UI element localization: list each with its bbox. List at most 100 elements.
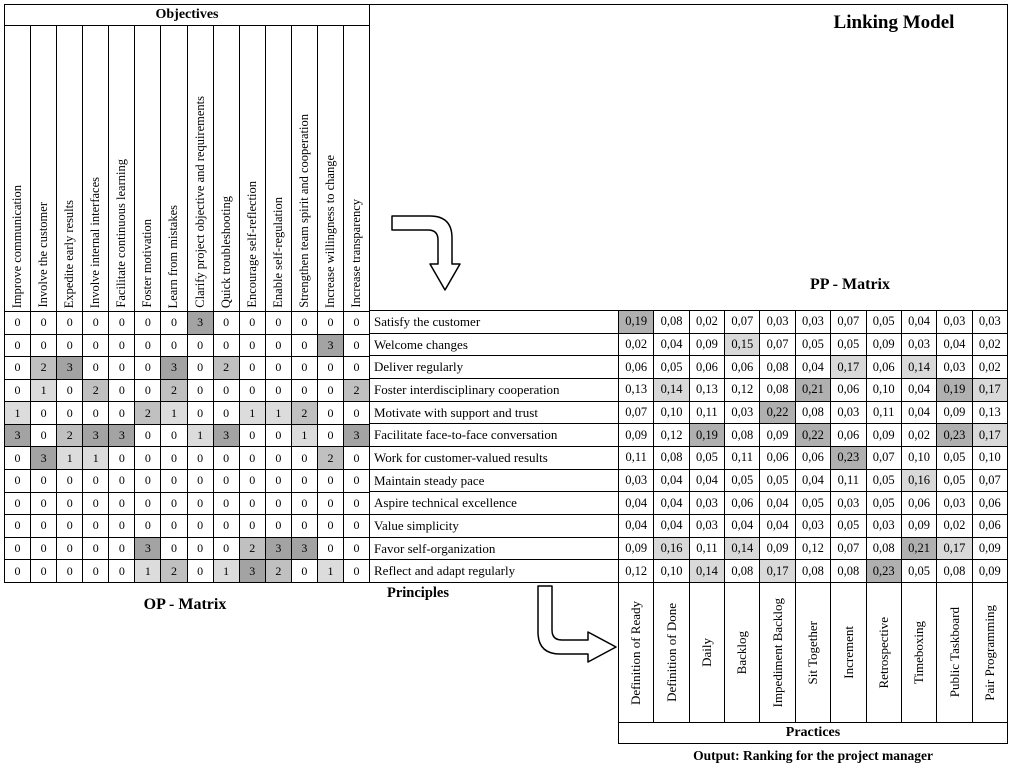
- pp-matrix-cell: 0,05: [936, 469, 971, 492]
- op-matrix-cell: 0: [56, 334, 82, 357]
- pp-matrix-cell: 0,03: [936, 492, 971, 515]
- op-matrix-cell: 1: [56, 447, 83, 470]
- op-matrix-cell: 3: [212, 424, 239, 447]
- practices-header: Practices: [618, 722, 1008, 744]
- pp-matrix-cell: 0,17: [971, 379, 1007, 401]
- page-title: Linking Model: [833, 12, 955, 33]
- objective-column-label: Clarify project objective and requiremen…: [186, 26, 213, 311]
- pp-matrix-cell: 0,23: [936, 424, 972, 447]
- op-matrix-cell: 0: [316, 357, 343, 379]
- pp-matrix-cell: 0,10: [653, 560, 688, 583]
- op-matrix-cell: 0: [186, 357, 213, 379]
- pp-matrix-cell: 0,08: [653, 311, 688, 333]
- op-matrix-cell: 2: [56, 424, 83, 447]
- op-matrix-cell: 0: [134, 515, 160, 537]
- principle-row: Motivate with support and trust: [370, 400, 618, 424]
- pp-matrix-cell: 0,06: [900, 492, 936, 515]
- pp-matrix-cell: 0,07: [971, 469, 1007, 492]
- pp-matrix-cell: 0,05: [653, 356, 688, 379]
- practice-label-text: Impediment Backlog: [769, 597, 785, 708]
- op-matrix-cell: 0: [316, 537, 343, 560]
- pp-matrix-cell: 0,08: [865, 537, 901, 560]
- pp-matrix-cell: 0,04: [936, 333, 971, 356]
- pp-matrix-cell: 0,08: [724, 424, 759, 447]
- pp-matrix-cell: 0,12: [625, 563, 648, 578]
- practice-column-label: Increment: [830, 583, 865, 722]
- op-matrix-cell: 0: [290, 492, 317, 515]
- objective-label-text: Enable self-regulation: [270, 197, 285, 308]
- pp-matrix-cell: 0,22: [794, 424, 831, 447]
- pp-matrix-cell: 0,04: [653, 492, 688, 515]
- pp-matrix-cell: 0,17: [936, 537, 972, 560]
- op-matrix-cell: 3: [290, 537, 317, 560]
- pp-matrix-cell: 0,03: [688, 492, 724, 515]
- pp-matrix-cell: 0,09: [625, 541, 648, 556]
- op-matrix-cell: 0: [316, 402, 343, 424]
- pp-matrix-cell: 0,04: [900, 311, 936, 333]
- principle-row: Maintain steady pace: [370, 468, 618, 492]
- op-matrix-cell: 0: [160, 537, 186, 560]
- op-matrix-cell: 0: [316, 424, 343, 447]
- op-matrix-cell: 2: [134, 402, 161, 424]
- op-matrix-cell: 0: [212, 312, 239, 334]
- pp-matrix-cell: 0,08: [759, 356, 794, 379]
- pp-matrix-cell: 0,05: [865, 469, 901, 492]
- pp-matrix-cell: 0,04: [653, 333, 688, 356]
- pp-matrix-cell: 0,05: [865, 311, 901, 333]
- practice-column-label: Public Taskboard: [936, 583, 971, 722]
- pp-matrix-cell: 0,14: [688, 560, 725, 583]
- op-matrix-cell: 0: [343, 402, 369, 424]
- pp-matrix-cell: 0,06: [688, 356, 724, 379]
- pp-matrix-cell: 0,09: [759, 537, 794, 560]
- op-matrix-cell: 0: [134, 379, 160, 402]
- objective-label-text: Improve communication: [9, 184, 24, 308]
- op-matrix-cell: 0: [186, 470, 213, 492]
- op-matrix-cell: 3: [343, 424, 370, 447]
- pp-matrix-cell: 0,08: [794, 401, 830, 424]
- practice-column-label: Retrospective: [865, 583, 901, 722]
- objective-column-label: Involve the customer: [30, 26, 56, 311]
- pp-matrix-cell: 0,09: [865, 333, 901, 356]
- op-matrix-cell: 0: [14, 563, 21, 578]
- objective-label-text: Involve internal interfaces: [88, 176, 103, 308]
- practice-label-text: Definition of Ready: [628, 600, 644, 705]
- op-matrix-cell: 0: [343, 357, 369, 379]
- op-matrix-cell: 1: [5, 402, 31, 424]
- op-matrix-cell: 0: [14, 360, 21, 375]
- op-matrix-cell: 0: [82, 357, 108, 379]
- pp-matrix-cell: 0,03: [936, 311, 971, 333]
- objective-label-text: Encourage self-reflection: [244, 181, 259, 308]
- op-matrix-cell: 1: [290, 424, 317, 447]
- pp-matrix-cell: 0,05: [688, 447, 724, 469]
- op-matrix-cell: 0: [212, 537, 239, 560]
- practice-column-label: Sit Together: [794, 583, 830, 722]
- op-matrix-cell: 0: [30, 334, 56, 357]
- principles-label: Principles: [386, 585, 450, 601]
- pp-matrix-cell: 0,06: [759, 447, 794, 469]
- op-matrix-cell: 0: [238, 515, 265, 537]
- op-matrix-cell: 0: [134, 334, 160, 357]
- op-matrix-cell: 0: [30, 312, 56, 334]
- pp-matrix-cell: 0,09: [759, 424, 794, 447]
- pp-matrix-cell: 0,03: [936, 356, 971, 379]
- pp-matrix-cell: 0,07: [625, 405, 648, 420]
- op-matrix-cell: 0: [290, 515, 317, 537]
- op-matrix-cell: 0: [82, 560, 108, 582]
- op-matrix-cell: 0: [186, 402, 213, 424]
- practice-label-text: Daily: [699, 638, 715, 667]
- pp-matrix-cell: 0,06: [724, 356, 759, 379]
- op-matrix-cell: 0: [264, 357, 291, 379]
- pp-matrix-cell: 0,11: [830, 469, 865, 492]
- pp-matrix-cell: 0,05: [936, 447, 971, 469]
- pp-matrix-cell: 0,14: [653, 379, 689, 401]
- op-matrix-cell: 2: [290, 402, 317, 424]
- practice-column-label: Timeboxing: [900, 583, 936, 722]
- op-matrix-cell: 0: [290, 334, 317, 357]
- pp-matrix-cell: 0,04: [724, 515, 759, 537]
- op-matrix-cell: 0: [290, 357, 317, 379]
